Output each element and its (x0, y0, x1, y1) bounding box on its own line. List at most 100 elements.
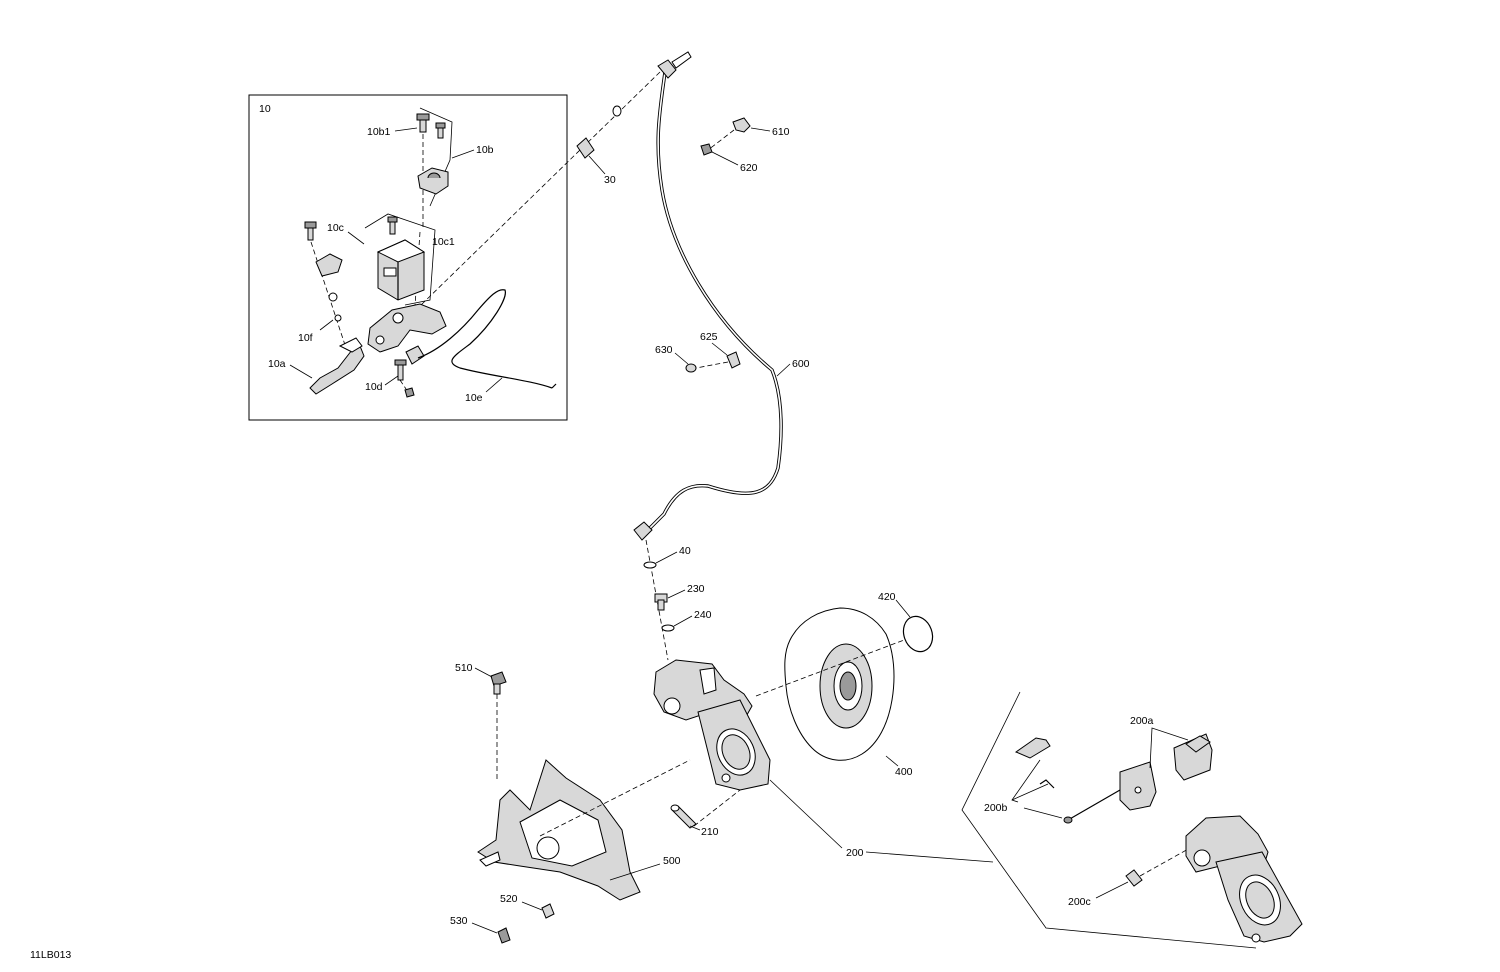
leader-200b-3 (1023, 807, 1063, 819)
banjo-bolt-230 (654, 593, 668, 611)
callout-200: 200 (846, 847, 864, 859)
clip-625 (726, 351, 741, 369)
leader-230 (667, 589, 686, 599)
leader-240 (673, 615, 693, 627)
screw-10b1 (416, 113, 446, 139)
pin-210 (670, 804, 697, 829)
leader-10c (347, 231, 365, 245)
callout-240: 240 (694, 609, 712, 621)
spring-10f (328, 292, 338, 302)
leader-610 (750, 127, 771, 132)
nut-10d (404, 387, 415, 398)
leader-520 (521, 901, 543, 911)
leader-630 (674, 352, 689, 365)
callout-520: 520 (500, 893, 518, 905)
leader-420 (895, 599, 911, 618)
callout-625: 625 (700, 331, 718, 343)
callout-200b: 200b (984, 802, 1008, 814)
callout-10d: 10d (365, 381, 383, 393)
leader-500 (609, 863, 661, 881)
axis-10c1 (414, 231, 421, 307)
leader-200c (1095, 881, 1129, 899)
axis-disc (755, 639, 905, 697)
callout-210: 210 (701, 826, 719, 838)
switch-cable-end (551, 383, 557, 389)
inset-title: 10 (259, 103, 271, 115)
pivot-bracket (315, 253, 343, 277)
axis-pivot (310, 241, 346, 346)
callout-200c: 200c (1068, 896, 1091, 908)
washer-top (612, 105, 622, 117)
screw-510 (490, 671, 507, 695)
callout-200a: 200a (1130, 715, 1154, 727)
callout-400: 400 (895, 766, 913, 778)
leader-510 (474, 667, 493, 678)
figure-code: 11LB013 (30, 949, 71, 961)
leader-200b-2 (1011, 783, 1049, 801)
reservoir-10c (376, 239, 426, 301)
axis-200c (1139, 847, 1191, 877)
inset-frame (248, 94, 568, 421)
axis-610 (707, 129, 735, 151)
leader-620 (711, 151, 739, 166)
callout-230: 230 (687, 583, 705, 595)
callout-600: 600 (792, 358, 810, 370)
lever-10a (309, 345, 365, 395)
leader-200-kit (865, 851, 994, 863)
nut-530 (497, 927, 511, 944)
caliper-kit-body (1185, 815, 1303, 943)
callout-30: 30 (604, 174, 616, 186)
washer-40 (643, 561, 657, 569)
caliper-200 (653, 659, 771, 791)
bolt-520 (541, 903, 555, 919)
leader-30 (588, 155, 606, 175)
callout-620: 620 (740, 162, 758, 174)
callout-10c1: 10c1 (432, 236, 455, 248)
clamp-10b (417, 167, 449, 195)
callout-10c: 10c (327, 222, 344, 234)
brake-disc-400 (784, 607, 895, 761)
washer-10f (334, 314, 342, 322)
callout-500: 500 (663, 855, 681, 867)
switch-cable-10e (417, 289, 553, 389)
callout-10a: 10a (268, 358, 286, 370)
leader-200a (1149, 727, 1189, 769)
callout-10b1: 10b1 (367, 126, 391, 138)
leader-10e (485, 377, 503, 393)
fitting-30 (576, 137, 595, 159)
retainer-200b (1014, 737, 1051, 759)
axis-guard (539, 759, 691, 837)
pin-200b (1067, 789, 1121, 821)
nut-630 (685, 363, 697, 373)
axis-hose-top (419, 71, 661, 307)
callout-10f: 10f (298, 332, 313, 344)
leader-10a (289, 364, 313, 379)
o-ring-420 (902, 615, 934, 653)
nut-620 (700, 143, 713, 156)
leader-10d (384, 375, 399, 386)
kit-frame-line (961, 691, 1257, 949)
leader-10b1 (394, 127, 418, 132)
master-cylinder-body (367, 303, 447, 365)
leader-10b (451, 149, 475, 159)
callout-10e: 10e (465, 392, 483, 404)
lever-pivot (338, 337, 363, 353)
master-cylinder-inset: 10 (248, 94, 568, 421)
leader-40 (655, 551, 678, 564)
pivot-screw (304, 221, 317, 241)
callout-420: 420 (878, 591, 896, 603)
callout-510: 510 (455, 662, 473, 674)
pad-spring (1185, 735, 1211, 753)
leader-200b-1 (1011, 759, 1041, 803)
screw-10c1 (387, 216, 398, 235)
axis-625 (695, 361, 729, 369)
leader-530 (471, 922, 498, 934)
callout-530: 530 (450, 915, 468, 927)
bleeder-200c (1125, 869, 1143, 887)
guard-500 (477, 759, 641, 901)
leader-210 (689, 825, 701, 831)
bracket-10c (364, 213, 436, 306)
bolt-10d (394, 359, 407, 381)
callout-40: 40 (679, 545, 691, 557)
